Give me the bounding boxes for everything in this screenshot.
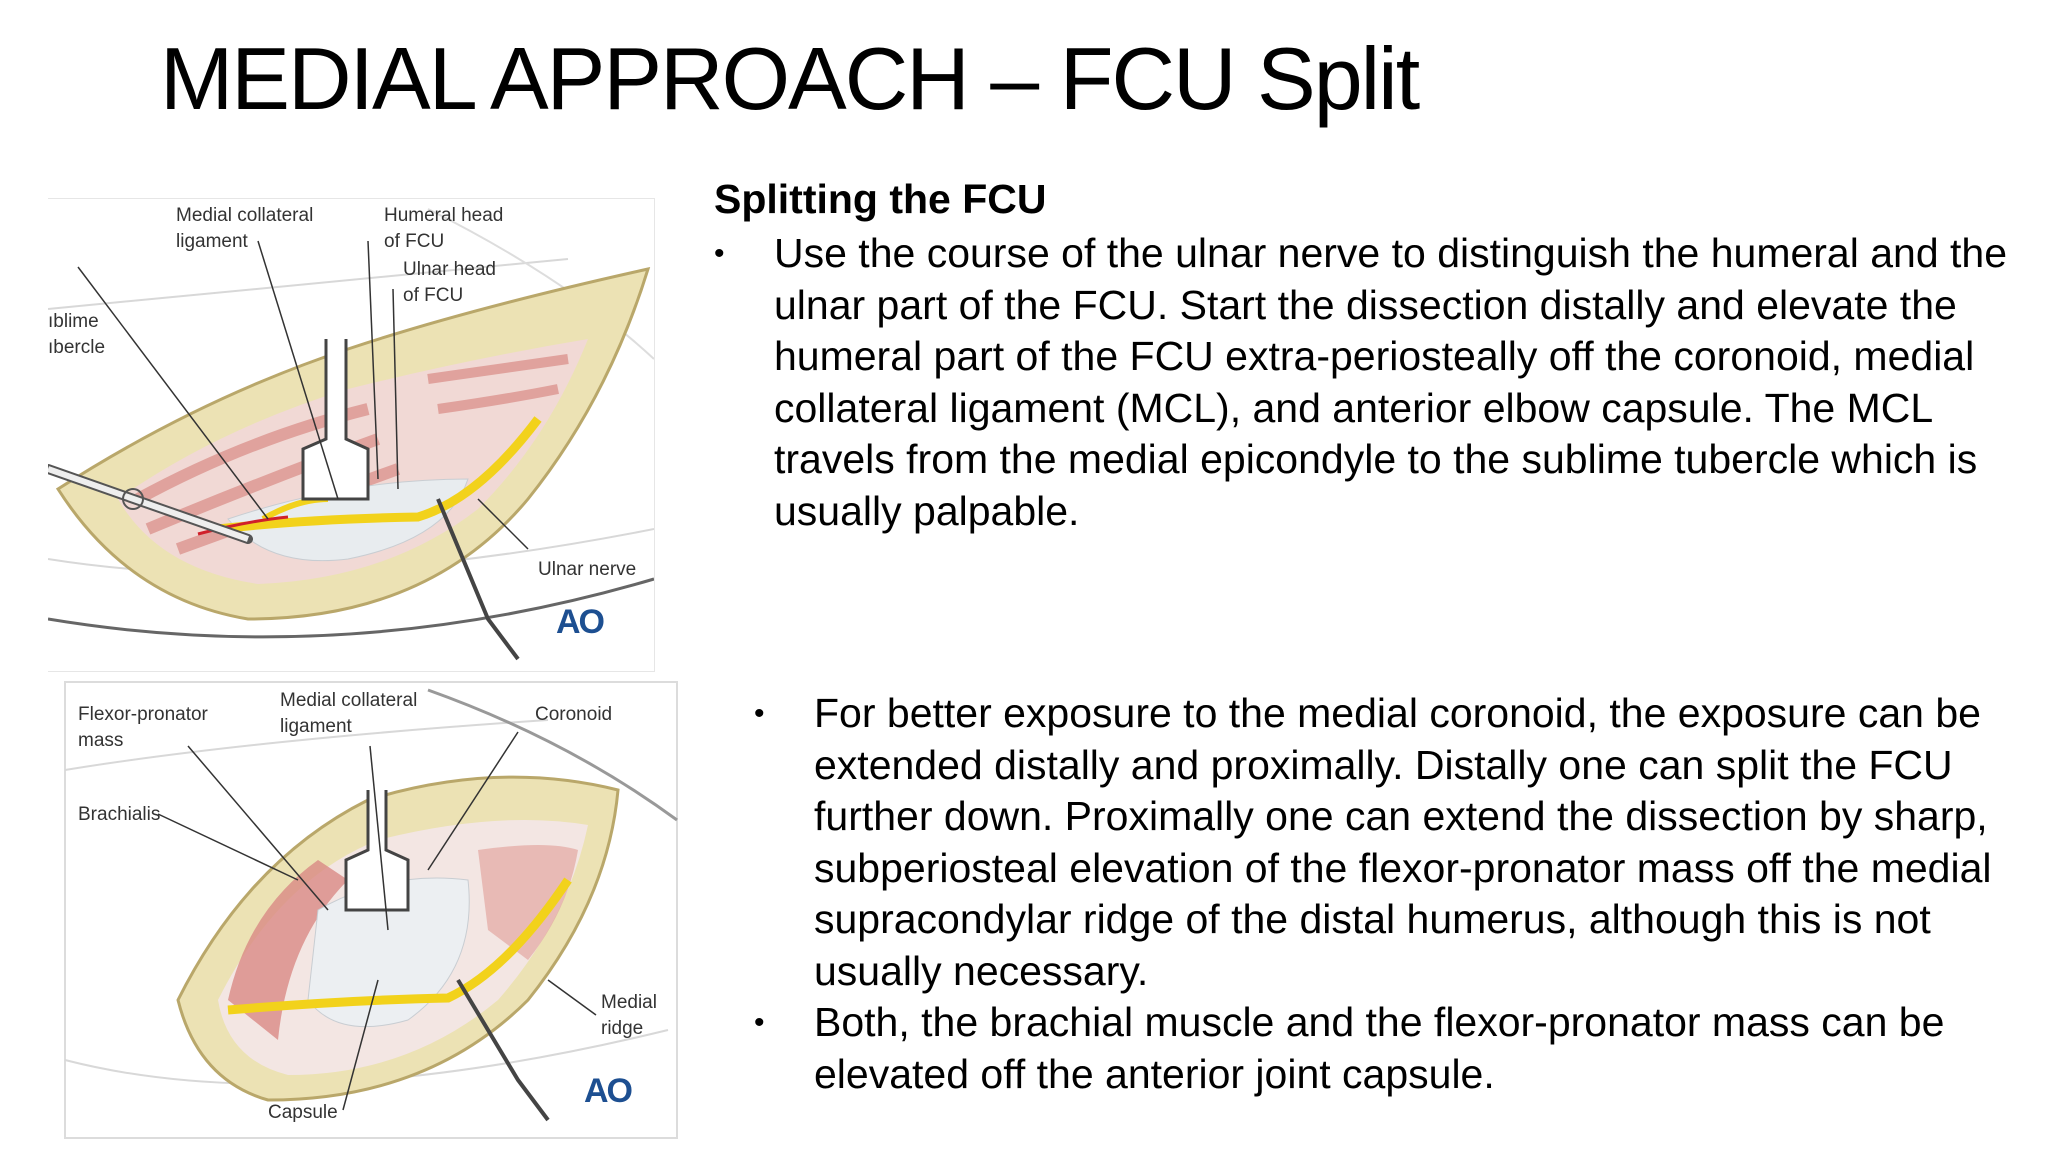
bullet-item-1: • Use the course of the ulnar nerve to d… bbox=[714, 228, 2014, 537]
surgical-illustration-fcu-split: Medial collateral ligament Humeral head … bbox=[48, 198, 655, 672]
bullet-text-2: For better exposure to the medial corono… bbox=[814, 690, 1992, 994]
slide-title: MEDIAL APPROACH – FCU Split bbox=[160, 29, 1420, 128]
bullet-marker: • bbox=[754, 697, 765, 730]
label-ulnar-nerve: Ulnar nerve bbox=[538, 559, 637, 580]
ao-logo-2: AO bbox=[584, 1072, 633, 1110]
bullet-marker: • bbox=[754, 1006, 765, 1039]
surgical-illustration-extended-exposure: Flexor-pronator mass Medial collateral l… bbox=[48, 680, 680, 1142]
label-humeral-head-fcu: Humeral head of FCU bbox=[384, 205, 504, 252]
label-capsule: Capsule bbox=[268, 1102, 338, 1123]
label-coronoid: Coronoid bbox=[535, 704, 613, 725]
label-medial-collateral-ligament: Medial collateral ligament bbox=[176, 205, 314, 252]
label-flexor-pronator-mass: Flexor-pronator mass bbox=[78, 704, 208, 751]
illustration-drawing-2 bbox=[64, 681, 678, 1139]
bullet-text-3: Both, the brachial muscle and the flexor… bbox=[814, 999, 1945, 1097]
label-ulnar-head-fcu: Ulnar head of FCU bbox=[403, 259, 496, 306]
label-medial-collateral-ligament-2: Medial collateral ligament bbox=[280, 690, 418, 737]
section-heading: Splitting the FCU bbox=[714, 176, 1047, 222]
ao-logo: AO bbox=[556, 603, 605, 641]
label-brachialis: Brachialis bbox=[78, 804, 161, 825]
bullet-item-3: • Both, the brachial muscle and the flex… bbox=[754, 997, 2014, 1100]
bullet-text-1: Use the course of the ulnar nerve to dis… bbox=[774, 230, 2008, 534]
label-medial-ridge: Medial ridge bbox=[601, 992, 657, 1039]
bullet-marker: • bbox=[714, 237, 725, 270]
illustration-drawing-1 bbox=[48, 208, 654, 661]
bullet-item-2: • For better exposure to the medial coro… bbox=[754, 688, 2014, 997]
label-sublime-tubercle: ıblime ıbercle bbox=[48, 311, 106, 358]
